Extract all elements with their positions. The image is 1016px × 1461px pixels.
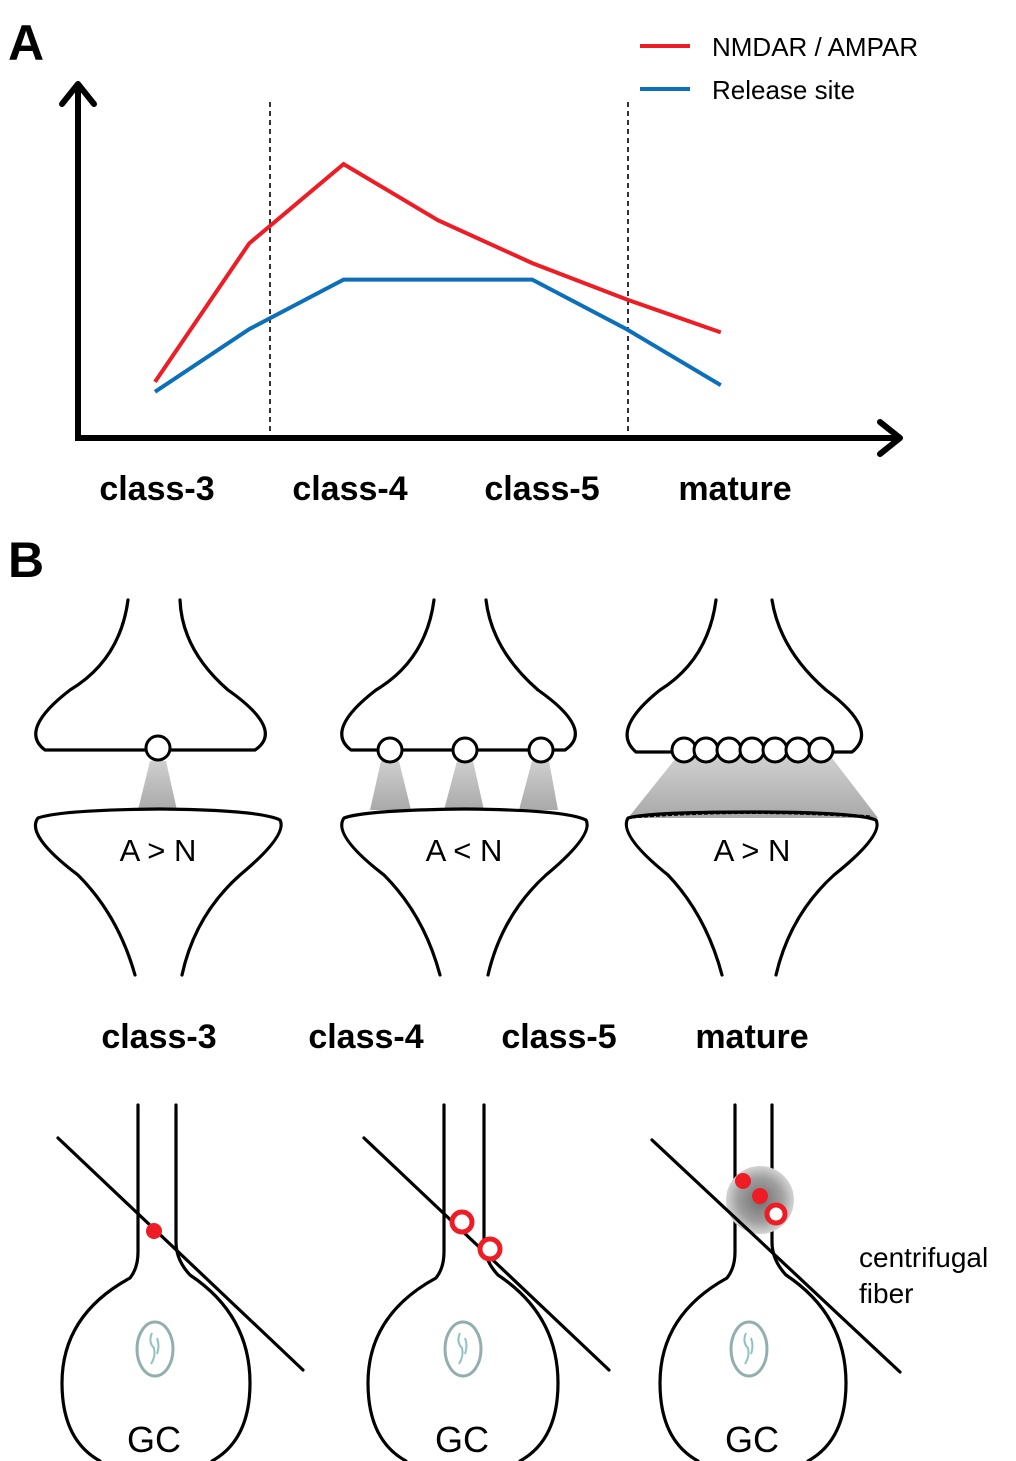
presynaptic-terminal <box>340 598 577 752</box>
synapse-class-3: A > N <box>33 598 283 977</box>
synaptic-cleft-shading <box>519 761 558 810</box>
receptor-ratio: A < N <box>426 833 503 868</box>
receptor-ratio: A > N <box>714 833 791 868</box>
presynaptic-terminal <box>625 598 864 754</box>
chart-category-mature: mature <box>678 470 791 508</box>
release-site <box>146 1223 162 1239</box>
vesicle <box>692 736 720 764</box>
panel-a-chart: NMDAR / AMPAR Release site class-3 class… <box>59 32 918 508</box>
release-site <box>477 1236 503 1262</box>
vesicle <box>715 736 743 764</box>
legend: NMDAR / AMPAR Release site <box>640 32 918 105</box>
vesicle <box>451 736 479 764</box>
postsynaptic-spine <box>340 807 589 977</box>
cell-body-outline <box>366 1103 560 1461</box>
panel-a-letter: A <box>8 15 44 71</box>
vesicle <box>144 734 172 762</box>
nucleus <box>135 1320 175 1378</box>
cell-label: GC <box>725 1419 779 1460</box>
synapse-class-4: A < N <box>340 598 589 977</box>
synaptic-cleft-shading <box>628 758 878 818</box>
synaptic-cleft-shading <box>444 761 484 810</box>
legend-label-release-site: Release site <box>712 75 855 105</box>
receptor-ratio: A > N <box>120 833 197 868</box>
release-site <box>735 1173 751 1189</box>
release-site <box>764 1202 788 1226</box>
vesicle <box>807 736 835 764</box>
centrifugal-fiber <box>650 1138 902 1374</box>
x-axis-arrowhead <box>877 419 903 457</box>
stage-label-class-4: class-4 <box>308 1018 423 1056</box>
panel-b-letter: B <box>8 532 44 588</box>
vesicle <box>738 736 766 764</box>
postsynaptic-spine <box>33 807 283 977</box>
centrifugal-fiber <box>56 1136 305 1372</box>
stage-label-class-5: class-5 <box>501 1018 616 1056</box>
release-site <box>752 1188 768 1204</box>
cell-label: GC <box>127 1419 181 1460</box>
cell-body-outline <box>60 1103 252 1461</box>
cell-body-outline <box>658 1103 848 1461</box>
legend-label-nmdar-ampar: NMDAR / AMPAR <box>712 32 918 62</box>
chart-category-class-3: class-3 <box>99 470 214 508</box>
granule-cell-class-3: GC <box>56 1103 305 1461</box>
fiber-label-line-1: centrifugal <box>859 1242 988 1273</box>
vesicle <box>527 736 555 764</box>
vesicle <box>784 736 812 764</box>
nucleus <box>443 1320 483 1378</box>
vesicle <box>670 736 698 764</box>
nucleus <box>729 1320 769 1378</box>
synaptic-cleft-shading <box>138 761 177 810</box>
presynaptic-terminal <box>34 598 267 752</box>
granule-cell-class-4: GC <box>362 1103 611 1461</box>
chart-category-class-5: class-5 <box>484 470 599 508</box>
cell-label: GC <box>435 1419 489 1460</box>
synaptic-cleft-shading <box>370 761 411 810</box>
series-line-release-site <box>153 277 722 394</box>
chart-category-class-4: class-4 <box>292 470 407 508</box>
y-axis-arrowhead <box>59 81 97 107</box>
release-site <box>449 1209 475 1235</box>
vesicle <box>376 736 404 764</box>
fiber-label-line-2: fiber <box>859 1278 913 1309</box>
vesicle <box>761 736 789 764</box>
stage-label-mature: mature <box>695 1018 808 1056</box>
series-layer <box>153 161 722 394</box>
series-line-nmdar-ampar <box>153 161 722 384</box>
stage-label-class-3: class-3 <box>101 1018 216 1056</box>
synapse-mature: A > N <box>624 598 879 977</box>
granule-cell-mature: GC <box>650 1103 902 1461</box>
